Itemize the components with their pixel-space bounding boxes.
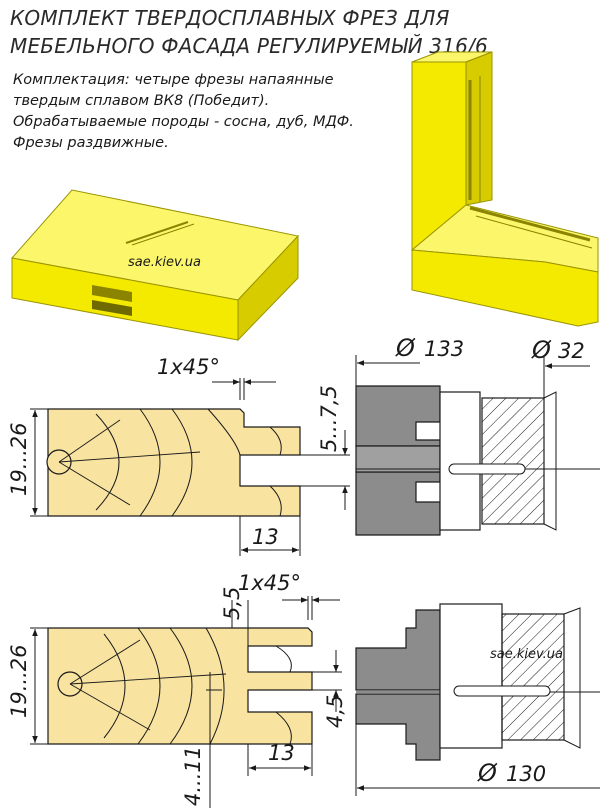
grain-line (103, 633, 126, 739)
cutter-top-body-hatched (481, 397, 545, 525)
dim-offset-bottom: 4...11 (181, 746, 205, 806)
workpiece-top (47, 408, 301, 517)
grain-line (275, 645, 292, 673)
page-title: КОМПЛЕКТ ТВЕРДОСПЛАВНЫХ ФРЕЗ ДЛЯ МЕБЕЛЬН… (10, 4, 595, 60)
diameter-symbol-top: Ø (395, 334, 416, 362)
grain-ray (69, 683, 151, 731)
grain-line (137, 627, 161, 745)
dim-diameter-bottom: 130 (506, 762, 546, 786)
title-line-1: КОМПЛЕКТ ТВЕРДОСПЛАВНЫХ ФРЕЗ ДЛЯ (10, 6, 450, 30)
description-line-3: Обрабатываемые породы - сосна, дуб, МДФ. (13, 114, 354, 130)
dim-tenon-top: 13 (252, 525, 279, 549)
cutter-top-spacer (439, 391, 481, 531)
diameter-symbol-bore: Ø (531, 336, 552, 364)
dim-bore-top: 32 (558, 339, 585, 363)
cutter-bottom-bore-edge (563, 607, 581, 749)
frame-groove-horizontal (469, 206, 591, 242)
panel-groove-line (125, 221, 189, 244)
panel-3d-illustration: sae.kiev.ua (11, 189, 299, 342)
frame-vertical-side (465, 51, 493, 206)
grain-line (207, 408, 241, 456)
grain-ray (58, 451, 201, 463)
diameter-symbol-bottom: Ø (477, 759, 498, 787)
dim-chamfer-bottom: 1x45° (238, 571, 301, 595)
cutter-bottom-lower-blade (355, 693, 441, 761)
panel-groove-upper (92, 285, 132, 302)
grain-line (171, 408, 193, 517)
dim-tenon-bottom: 13 (268, 741, 295, 765)
cutter-bottom-shaft-slot (453, 685, 551, 697)
grain-line (269, 426, 282, 456)
watermark-top: sae.kiev.ua (128, 255, 201, 270)
cutter-drawing-bottom: sae.kiev.ua Ø 130 (355, 603, 600, 796)
workpiece-bottom (47, 627, 313, 745)
dim-diameter-top: 133 (424, 337, 464, 361)
grain-line (95, 413, 120, 511)
profile-drawing-top: 1x45° 19...26 5...7,5 13 (7, 355, 350, 556)
grain-line (169, 627, 193, 745)
description-line-4: Фрезы раздвижные. (13, 135, 169, 151)
dim-groove-bottom: 5,5 (220, 587, 244, 620)
description-line-2: твердым сплавом ВК8 (Победит). (13, 93, 270, 109)
grain-ray (58, 419, 121, 463)
description: Комплектация: четыре фрезы напаянные тве… (13, 70, 433, 154)
panel-groove-line-2 (131, 223, 195, 246)
cutter-top-shaft-slot (448, 463, 526, 475)
grain-line (269, 485, 282, 517)
frame-corner-3d-illustration (410, 51, 599, 327)
cutter-bottom-spacer (439, 603, 503, 749)
grain-line (275, 711, 292, 745)
dim-chamfer-top: 1x45° (157, 355, 220, 379)
panel-groove-lower (92, 300, 132, 316)
frame-groove-horizontal-2 (475, 215, 593, 249)
grain-ray (69, 673, 227, 685)
description-line-1: Комплектация: четыре фрезы напаянные (13, 72, 334, 88)
cutter-top-upper-blade (355, 385, 441, 447)
grain-ray (69, 639, 141, 685)
cutter-drawing-top: Ø 133 Ø 32 (355, 334, 600, 536)
profile-drawing-bottom: 5,5 1x45° 19...26 4...11 13 (7, 571, 347, 808)
dim-groove-width-bottom: 4,5 (323, 695, 347, 728)
grain-ray (58, 461, 131, 506)
title-line-2: МЕБЕЛЬНОГО ФАСАДА РЕГУЛИРУЕМЫЙ 316/6 (10, 34, 488, 58)
dim-thickness-top: 19...26 (7, 423, 31, 496)
dim-groove-depth-top: 5...7,5 (317, 385, 341, 452)
cutter-top-bore-edge (543, 391, 557, 531)
cutter-bottom-upper-blade (355, 609, 441, 691)
cutter-bottom-body-hatched (501, 613, 565, 741)
watermark-bottom: sae.kiev.ua (490, 647, 563, 662)
grain-line (205, 627, 225, 745)
cutter-top-middle-blade (355, 445, 441, 473)
dim-thickness-bottom: 19...26 (7, 645, 31, 718)
frame-horizontal-front (411, 249, 599, 327)
cutter-top-lower-blade (355, 471, 441, 536)
grain-line (139, 408, 161, 517)
